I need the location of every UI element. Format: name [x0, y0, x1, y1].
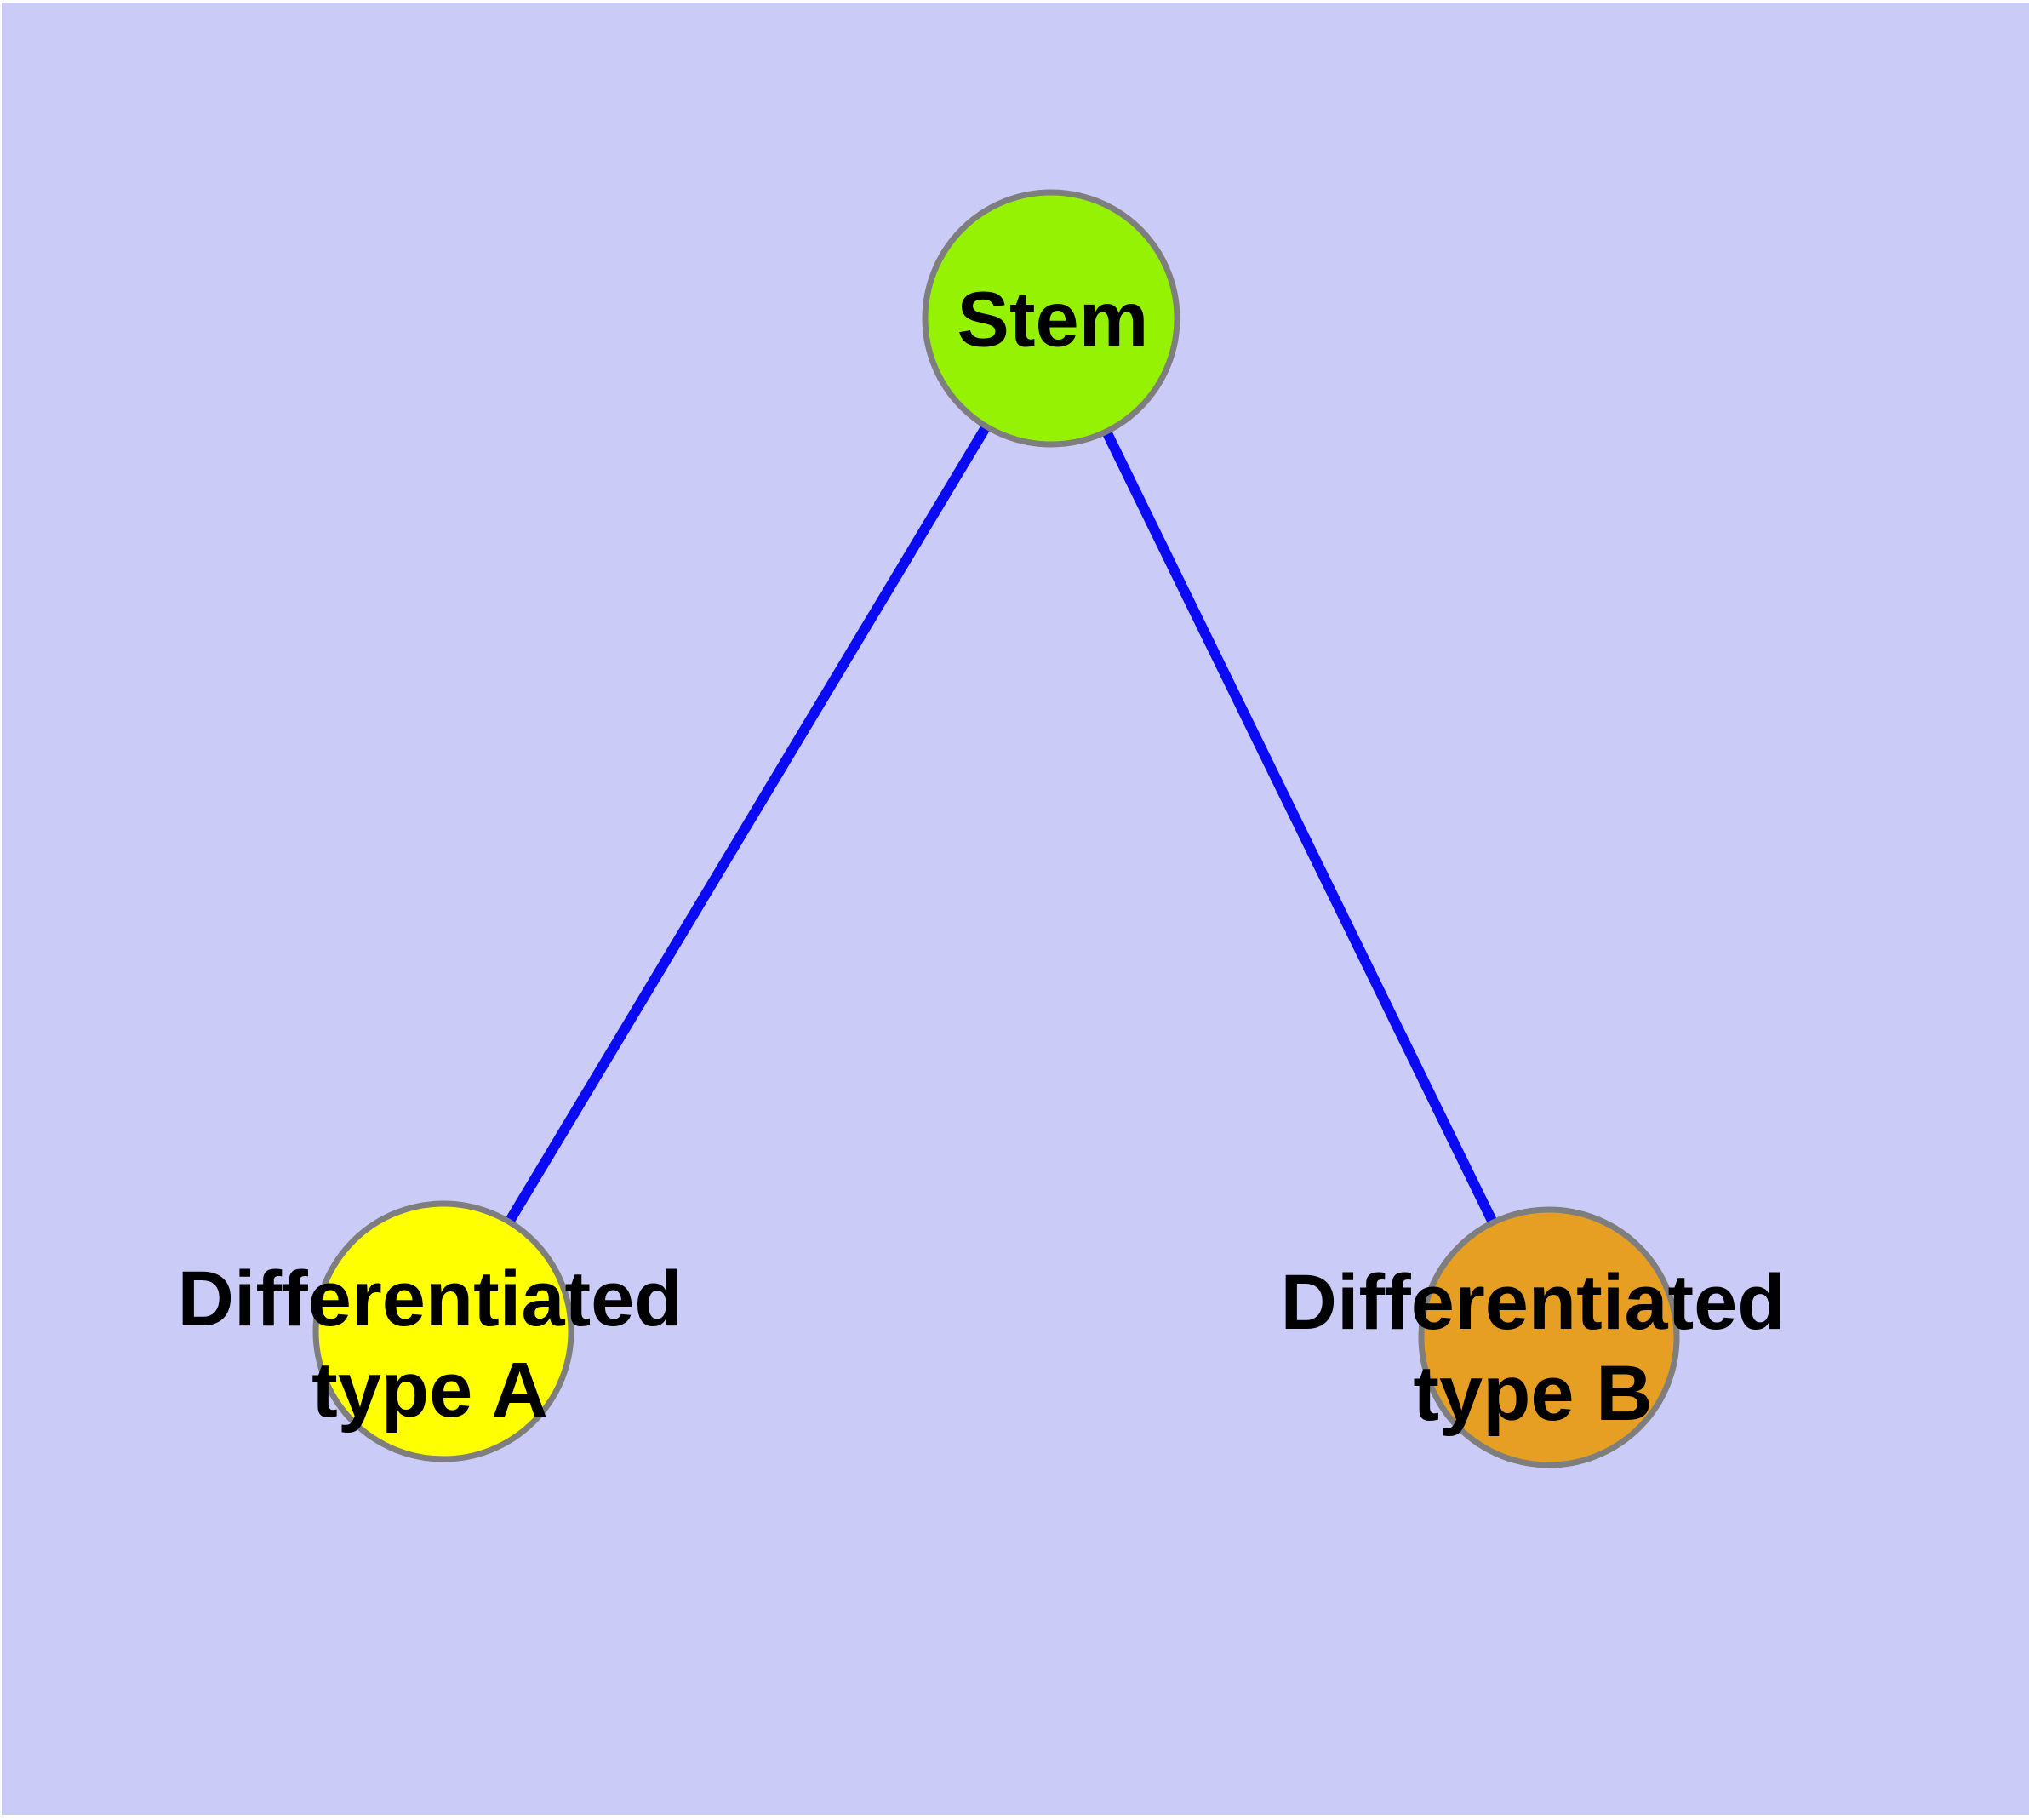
edge-stem-to-type-a [438, 315, 1056, 1335]
node-stem-label: Stem [957, 276, 1149, 363]
node-type-a-label: Differentiated type A [177, 1256, 683, 1434]
edge-stem-to-type-b [1046, 316, 1554, 1340]
node-type-b-label: Differentiated type B [1280, 1259, 1786, 1437]
node-type-a-circle [312, 1200, 574, 1462]
node-stem-circle [922, 189, 1180, 448]
node-type-b-circle [1418, 1206, 1680, 1468]
